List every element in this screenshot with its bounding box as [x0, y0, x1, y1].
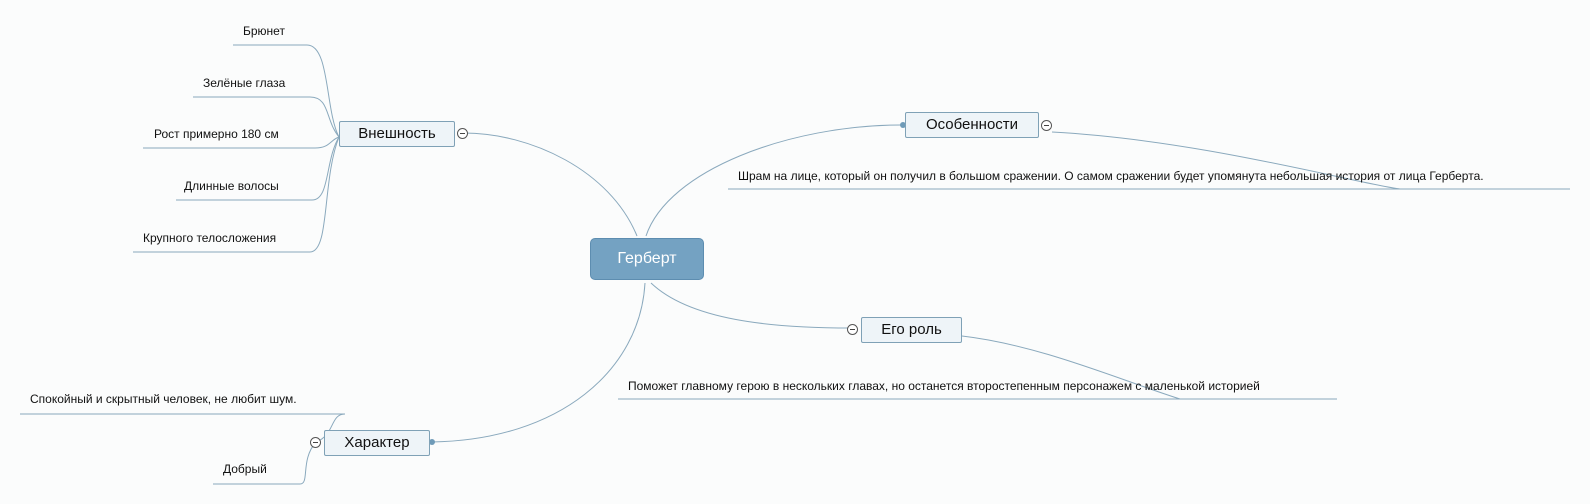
connector-leaf-3: [143, 136, 340, 149]
collapse-appearance-icon[interactable]: [457, 128, 468, 139]
leaf-features-1[interactable]: Шрам на лице, который он получил в больш…: [738, 169, 1484, 183]
leaf-appearance-1[interactable]: Брюнет: [243, 24, 285, 38]
central-topic[interactable]: Герберт: [590, 238, 704, 280]
collapse-character-icon[interactable]: [310, 437, 321, 448]
connector-leaf-4: [176, 136, 340, 201]
leaf-character-1[interactable]: Спокойный и скрытный человек, не любит ш…: [30, 392, 297, 406]
connector-leaf-5: [133, 136, 340, 253]
leaf-appearance-4[interactable]: Длинные волосы: [184, 179, 279, 193]
branch-appearance[interactable]: Внешность: [339, 121, 455, 147]
connector-leaf-1: [233, 44, 340, 138]
leaf-appearance-2[interactable]: Зелёные глаза: [203, 76, 286, 90]
collapse-features-icon[interactable]: [1041, 120, 1052, 131]
connector-role-leaf: [618, 335, 1337, 400]
connector-leaf-2: [193, 96, 340, 138]
connector-character: [431, 282, 646, 443]
anchor-dot-features: [900, 122, 906, 128]
branch-features[interactable]: Особенности: [905, 112, 1039, 138]
leaf-appearance-3[interactable]: Рост примерно 180 см: [154, 127, 279, 141]
connector-features-leaf: [728, 131, 1570, 190]
connector-character-leaf-1: [20, 413, 346, 443]
leaf-role-1[interactable]: Поможет главному герою в нескольких глав…: [628, 379, 1260, 393]
connector-role: [650, 282, 852, 329]
connector-appearance: [463, 132, 638, 237]
collapse-role-icon[interactable]: [847, 324, 858, 335]
leaf-appearance-5[interactable]: Крупного телосложения: [143, 231, 277, 245]
connector-features: [645, 124, 902, 237]
branch-role[interactable]: Его роль: [861, 317, 962, 343]
anchor-dot-character: [429, 439, 435, 445]
leaf-character-2[interactable]: Добрый: [223, 462, 267, 476]
branch-character[interactable]: Характер: [324, 430, 430, 456]
connector-character-leaf-2: [213, 441, 317, 485]
